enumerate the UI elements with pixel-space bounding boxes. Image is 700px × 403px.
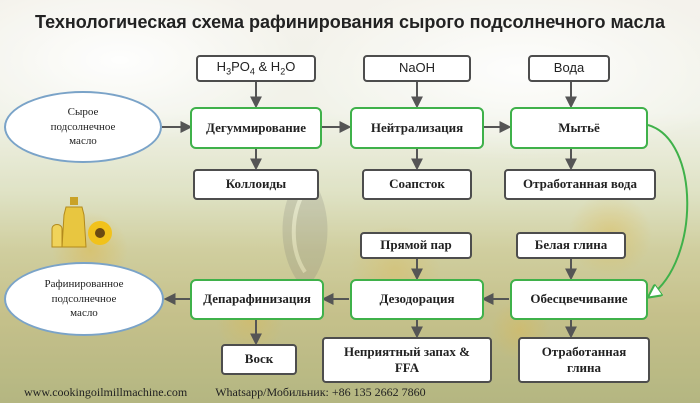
step-degumming: Дегуммирование [190, 107, 322, 149]
footer-website: www.cookingoilmillmachine.com [24, 385, 188, 399]
raw-oil-oval: Сырое подсолнечное масло [4, 91, 162, 163]
step-bleaching-label: Обесцвечивание [530, 291, 628, 307]
arrow-washing-to-bleaching [648, 124, 689, 296]
colloids-output-box: Коллоиды [193, 169, 319, 200]
step-neutralization: Нейтрализация [350, 107, 484, 149]
waste-water-output-box: Отработанная вода [504, 169, 656, 200]
wax-output-label: Воск [244, 351, 274, 367]
raw-oil-line-1: Сырое [67, 105, 99, 118]
spent-clay-output-line-2: глина [566, 360, 601, 375]
waste-water-output-label: Отработанная вода [523, 176, 637, 192]
steam-input-box: Прямой пар [360, 232, 472, 259]
step-washing: Мытьё [510, 107, 648, 149]
acid-input-label: H3PO4 & H2O [216, 59, 296, 77]
diagram-title: Технологическая схема рафинирования сыро… [34, 12, 666, 32]
step-deodorization-label: Дезодорация [379, 291, 455, 307]
clay-input-label: Белая глина [534, 237, 608, 253]
spent-clay-output-box: Отработанная глина [518, 337, 650, 383]
refined-oil-line-1: Рафинированное [44, 277, 124, 290]
step-deodorization: Дезодорация [350, 279, 484, 320]
wax-output-box: Воск [221, 344, 297, 375]
water-input-box: Вода [528, 55, 610, 82]
footer-contact: Whatsapp/Мобильник: +86 135 2662 7860 [215, 385, 426, 399]
clay-input-box: Белая глина [516, 232, 626, 259]
oil-bottle-icon [51, 197, 112, 248]
naoh-input-label: NaOH [398, 60, 436, 76]
refined-oil-line-3: масло [70, 307, 98, 320]
spent-clay-output-line-1: Отработанная [541, 343, 627, 359]
odor-output-line-2: FFA [394, 360, 420, 375]
odor-output-box: Неприятный запах & FFA [322, 337, 492, 383]
step-degumming-label: Дегуммирование [206, 119, 306, 135]
refined-oil-line-2: подсолнечное [51, 292, 117, 305]
step-neutralization-label: Нейтрализация [370, 119, 464, 135]
step-dewaxing: Депарафинизация [190, 279, 324, 320]
raw-oil-line-3: масло [69, 135, 97, 148]
acid-input-box: H3PO4 & H2O [196, 55, 316, 82]
odor-output-line-1: Неприятный запах & [343, 343, 470, 359]
footer: www.cookingoilmillmachine.com Whatsapp/М… [24, 385, 426, 400]
step-dewaxing-label: Депарафинизация [203, 291, 311, 307]
refined-oil-oval: Рафинированное подсолнечное масло [4, 262, 164, 336]
soapstock-output-box: Соапсток [362, 169, 472, 200]
soapstock-output-label: Соапсток [389, 176, 445, 192]
steam-input-label: Прямой пар [380, 237, 452, 253]
step-washing-label: Мытьё [558, 119, 600, 135]
step-bleaching: Обесцвечивание [510, 279, 648, 320]
naoh-input-box: NaOH [363, 55, 471, 82]
water-input-label: Вода [553, 60, 585, 76]
raw-oil-line-2: подсолнечное [50, 120, 116, 133]
colloids-output-label: Коллоиды [225, 176, 287, 192]
